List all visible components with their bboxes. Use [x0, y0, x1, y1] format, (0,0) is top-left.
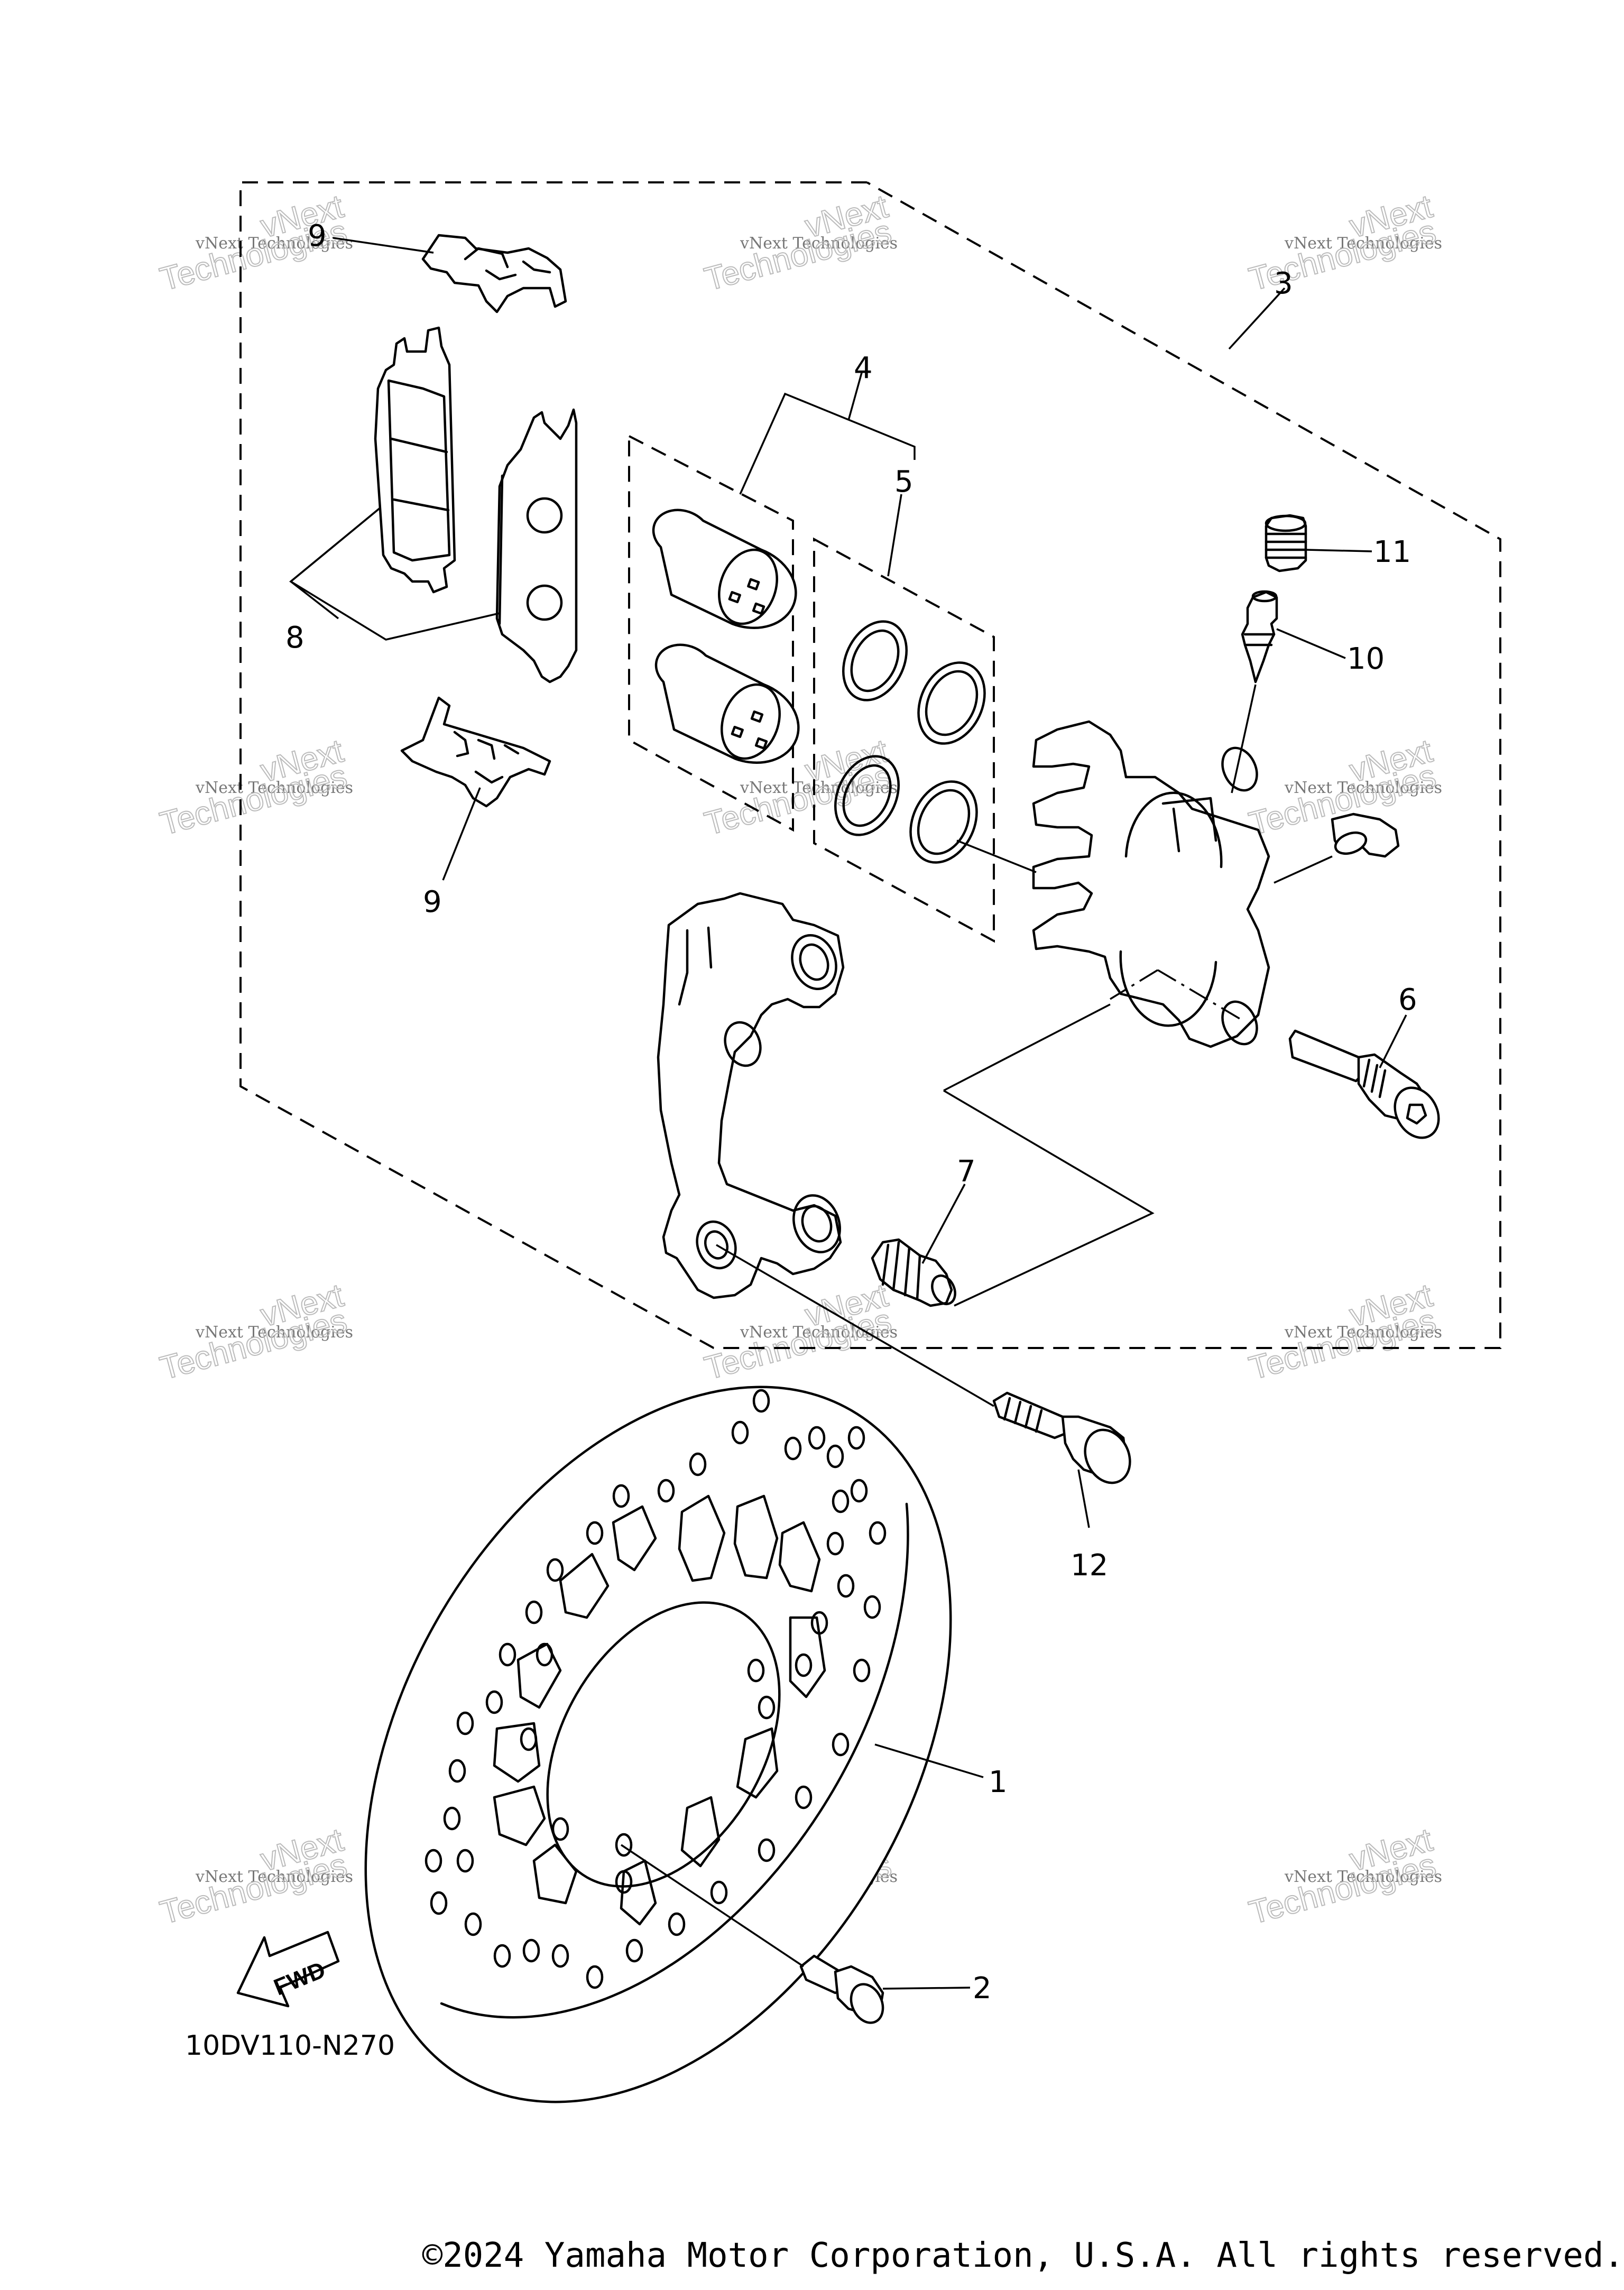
svg-text:vNext Technologies: vNext Technologies	[740, 234, 898, 253]
caliper-body	[1032, 720, 1270, 1048]
svg-text:vNext Technologies: vNext Technologies	[1284, 779, 1442, 797]
piston-group-outline	[628, 434, 794, 832]
svg-text:Technologies: Technologies	[701, 1302, 895, 1387]
watermark: vNext vNext Technologies Technologies	[156, 1277, 353, 1388]
fwd-arrow-icon: FWD	[236, 1931, 340, 2008]
callout-2: 2	[973, 1971, 992, 2006]
callout-7: 7	[957, 1155, 976, 1189]
seal-kit	[834, 620, 986, 864]
caliper-bracket	[657, 892, 845, 1299]
callout-labels: 9 3 4 5 11 8 10 9 6 7 12 1 2	[285, 219, 1417, 2006]
callout-12: 12	[1071, 1548, 1108, 1583]
brake-pad-right	[495, 408, 578, 684]
svg-text:Technologies: Technologies	[156, 1846, 350, 1931]
svg-text:vNext Technologies: vNext Technologies	[195, 1868, 353, 1886]
svg-text:vNext Technologies: vNext Technologies	[195, 234, 353, 253]
diagram-code: 10DV110-N270	[185, 2030, 395, 2062]
bleeder-cap	[1265, 514, 1307, 572]
caliper-assembly-outline	[239, 181, 1501, 1349]
piston-lower	[654, 643, 800, 764]
brake-disc	[364, 1386, 952, 2103]
pad-support-lower	[400, 696, 551, 808]
svg-text:vNext Technologies: vNext Technologies	[1284, 1868, 1442, 1886]
disc-holes	[425, 1389, 887, 1989]
bracket-bolt	[992, 1391, 1131, 1484]
svg-text:vNext Technologies: vNext Technologies	[195, 779, 353, 797]
svg-text:vNext Technologies: vNext Technologies	[1284, 234, 1442, 253]
caliper-side-bolt	[1331, 812, 1400, 858]
brake-pad-left	[374, 326, 456, 594]
svg-text:Technologies: Technologies	[1245, 1846, 1440, 1931]
svg-text:vNext Technologies: vNext Technologies	[195, 1323, 353, 1342]
callout-4: 4	[854, 351, 873, 385]
callout-9-upper: 9	[308, 219, 327, 253]
watermark: vNext vNext Technologies Technologies	[156, 1821, 353, 1932]
svg-text:Technologies: Technologies	[1245, 1302, 1440, 1387]
callout-5: 5	[894, 465, 914, 499]
svg-text:Technologies: Technologies	[156, 758, 350, 842]
svg-text:Technologies: Technologies	[701, 213, 895, 298]
svg-text:vNext Technologies: vNext Technologies	[740, 779, 898, 797]
callout-6: 6	[1398, 983, 1417, 1017]
svg-text:vNext Technologies: vNext Technologies	[1284, 1323, 1442, 1342]
callout-1: 1	[989, 1765, 1008, 1799]
watermark: vNext vNext Technologies Technologies	[156, 732, 353, 843]
leader-lines	[289, 237, 1407, 1990]
piston-upper	[652, 509, 797, 629]
disc-bolt	[799, 1954, 884, 2024]
disc-slots	[493, 1494, 826, 1926]
callout-3: 3	[1274, 266, 1293, 301]
copyright-notice: ©2024 Yamaha Motor Corporation, U.S.A. A…	[422, 2236, 1624, 2275]
watermark: vNext vNext Technologies Technologies	[1245, 1821, 1442, 1932]
svg-text:vNext Technologies: vNext Technologies	[740, 1323, 898, 1342]
callout-10: 10	[1347, 642, 1385, 676]
callout-11: 11	[1373, 535, 1411, 569]
pad-support-upper	[421, 234, 567, 313]
callout-9-lower: 9	[423, 885, 442, 919]
bleeder-screw	[1241, 590, 1278, 684]
slide-pin-boot	[871, 1238, 956, 1307]
seal-group-outline	[813, 537, 995, 943]
svg-text:Technologies: Technologies	[701, 758, 895, 842]
watermark: vNext vNext Technologies Technologies	[700, 188, 898, 299]
slide-pin-upper	[1288, 1029, 1440, 1139]
svg-text:Technologies: Technologies	[156, 1302, 350, 1387]
watermark: vNext vNext Technologies Technologies	[1245, 1277, 1442, 1388]
callout-8: 8	[285, 621, 304, 655]
